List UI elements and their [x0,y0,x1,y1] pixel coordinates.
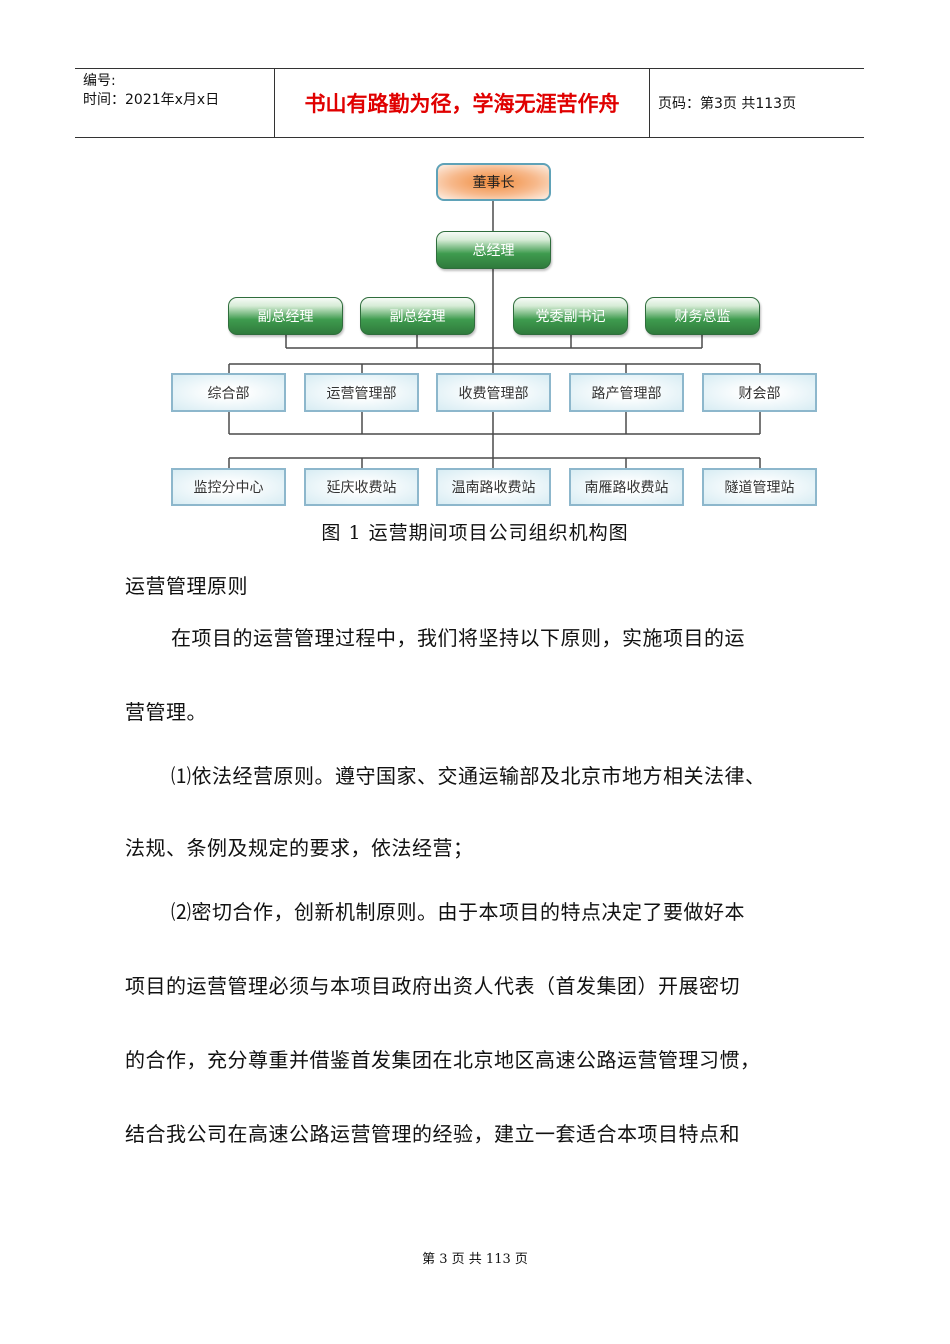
document-number-label: 编号: [83,73,116,89]
org-chart-connectors [228,199,761,488]
paragraph-line: 法规、条例及规定的要求，依法经营； [125,836,474,860]
node-deputy-gm-2: 副总经理 [360,297,475,335]
node-dept-general: 综合部 [171,373,286,412]
page-header: 编号: 时间：2021年x月x日 书山有路勤为径，学海无涯苦作舟 页码：第3页 … [75,68,864,138]
node-dept-road-assets: 路产管理部 [569,373,684,412]
paragraph-line: ⑵密切合作，创新机制原则。由于本项目的特点决定了要做好本 [171,900,745,924]
figure-caption: 图 1 运营期间项目公司组织机构图 [321,522,629,544]
node-dept-operations: 运营管理部 [304,373,419,412]
paragraph-line: 在项目的运营管理过程中，我们将坚持以下原则，实施项目的运 [171,626,745,650]
node-chairman: 董事长 [436,163,551,201]
paragraph-line: 项目的运营管理必须与本项目政府出资人代表（首发集团）开展密切 [125,974,740,998]
node-station-monitoring: 监控分中心 [171,468,286,506]
node-station-tunnel: 隧道管理站 [702,468,817,506]
node-dept-toll: 收费管理部 [436,373,551,412]
paragraph-line: ⑴依法经营原则。遵守国家、交通运输部及北京市地方相关法律、 [171,764,766,788]
node-station-wennan: 温南路收费站 [436,468,551,506]
node-party-deputy-secretary: 党委副书记 [513,297,628,335]
node-deputy-gm-1: 副总经理 [228,297,343,335]
org-chart: 董事长 总经理 副总经理 副总经理 党委副书记 财务总监 综合部 运营管理部 收… [160,158,830,508]
section-heading: 运营管理原则 [125,574,248,598]
paragraph-line: 营管理。 [125,700,207,724]
header-slogan: 书山有路勤为径，学海无涯苦作舟 [275,69,650,137]
header-meta: 编号: 时间：2021年x月x日 [75,69,275,137]
paragraph-line: 结合我公司在高速公路运营管理的经验，建立一套适合本项目特点和 [125,1122,740,1146]
node-station-nanyan: 南雁路收费站 [569,468,684,506]
node-dept-accounting: 财会部 [702,373,817,412]
paragraph-line: 的合作，充分尊重并借鉴首发集团在北京地区高速公路运营管理习惯， [125,1048,761,1072]
header-page-info: 页码：第3页 共113页 [658,96,797,112]
page-footer: 第 3 页 共 113 页 [422,1252,528,1267]
node-general-manager: 总经理 [436,231,551,269]
node-station-yanqing: 延庆收费站 [304,468,419,506]
node-finance-director: 财务总监 [645,297,760,335]
document-time-label: 时间：2021年x月x日 [83,92,220,108]
